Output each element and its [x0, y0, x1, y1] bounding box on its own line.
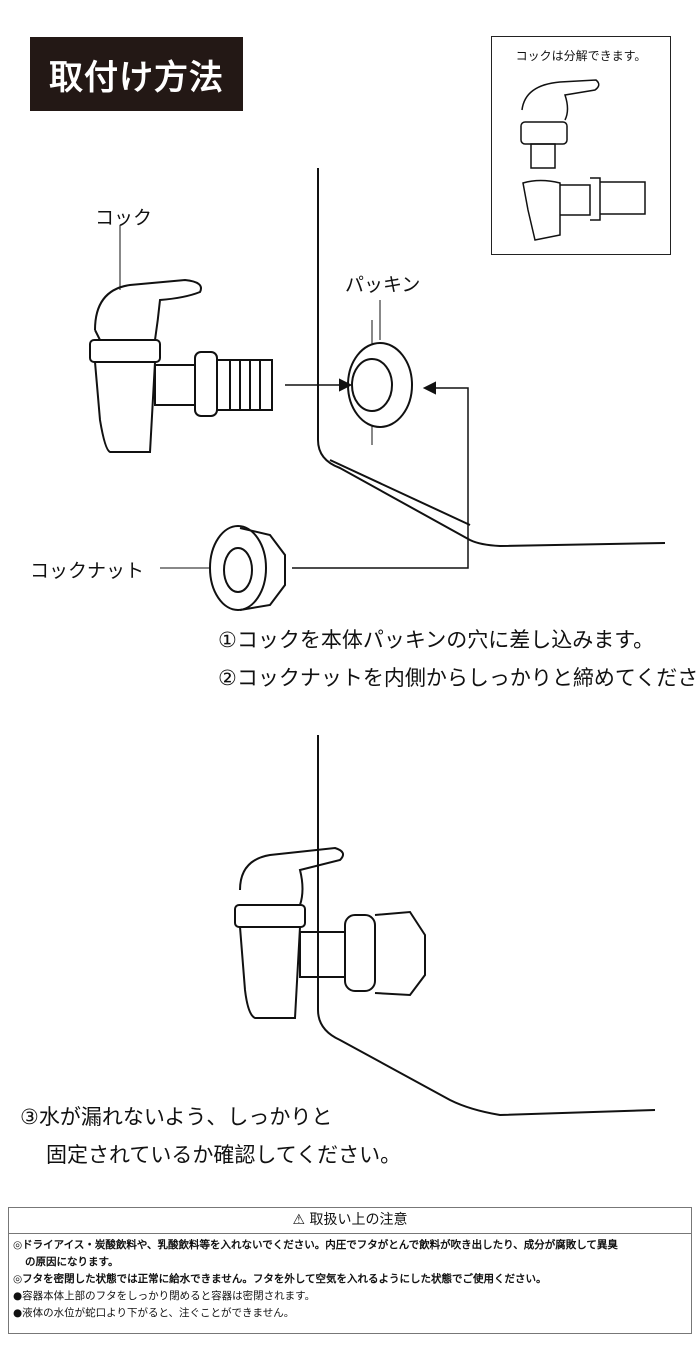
inset-box: コックは分解できます。	[491, 36, 671, 255]
step-2: ②コックナットを内側からしっかりと締めてください。	[218, 666, 700, 690]
arrow-nut-path	[292, 387, 469, 569]
packing-illustration	[347, 300, 413, 445]
installed-cock-illustration	[234, 846, 426, 1019]
step-1: ①コックを本体パッキンの穴に差し込みます。	[218, 628, 655, 652]
page-title: 取付け方法	[30, 37, 243, 111]
label-cock-nut: コックナット	[30, 560, 145, 582]
disassembled-cock-illustration	[520, 79, 646, 241]
label-cock: コック	[95, 207, 153, 229]
tank-wall-diagram-2	[317, 735, 656, 1117]
tank-wall-diagram-1	[317, 168, 666, 548]
inset-caption: コックは分解できます。	[515, 49, 647, 63]
caution-item: ◎フタを密閉した状態では正常に給水できません。フタを外して空気を入れるようにした…	[13, 1273, 547, 1285]
caution-box: ⚠ 取扱い上の注意 ◎ドライアイス・炭酸飲料や、乳酸飲料等を入れないでください。…	[8, 1207, 692, 1334]
label-packing: パッキン	[345, 274, 421, 296]
caution-item: の原因になります。	[25, 1256, 119, 1268]
caution-item: ●液体の水位が蛇口より下がると、注ぐことができません。	[13, 1307, 295, 1319]
caution-item: ◎ドライアイス・炭酸飲料や、乳酸飲料等を入れないでください。内圧でフタがとんで飲…	[13, 1239, 618, 1251]
cock-nut-illustration	[160, 525, 286, 611]
step-3: ③水が漏れないよう、しっかりと	[20, 1105, 333, 1129]
caution-item: ●容器本体上部のフタをしっかり閉めると容器は密閉されます。	[13, 1290, 316, 1302]
caution-heading: ⚠ 取扱い上の注意	[9, 1208, 691, 1234]
step-3-cont: 固定されているか確認してください。	[46, 1143, 402, 1167]
cock-illustration	[89, 225, 273, 453]
